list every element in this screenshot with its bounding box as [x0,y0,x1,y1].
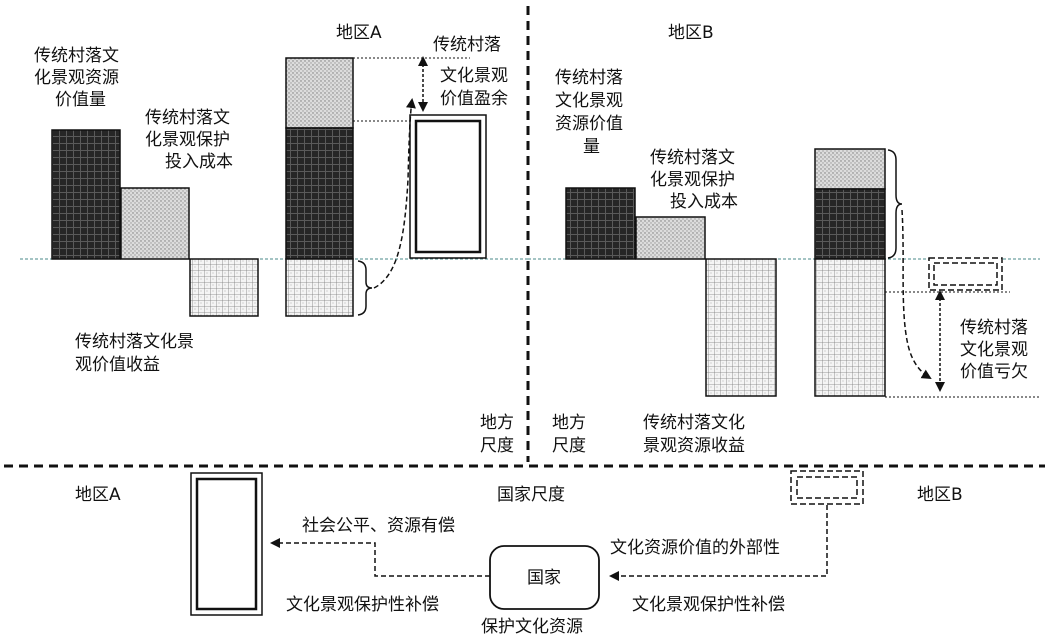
national-compensation-right-label: 文化景观保护性补偿 [632,595,785,615]
region-a-surplus-line1: 文化景观 [440,66,508,86]
region-b-stack-cost [814,148,886,190]
region-b-brace [887,149,903,259]
region-a-resource-value-line3: 价值量 [55,90,106,110]
national-fairness-label: 社会公平、资源有偿 [302,516,455,536]
region-a-resource-value-line2: 化景观资源 [34,68,119,88]
region-a-resource-value-bar [51,129,121,260]
region-b-deficit-line2: 文化景观 [960,340,1028,360]
national-protect-label: 保护文化资源 [481,617,583,637]
region-b-deficit-line3: 价值亏欠 [960,362,1028,382]
region-a-local-scale-line1: 地方 [480,413,514,433]
region-a-surplus-line2: 价值盈余 [440,89,508,109]
region-b-resource-value-line1: 传统村落 [555,68,623,88]
region-a-value-gain-line1: 传统村落文化景 [75,332,194,352]
region-a-stack-gain [285,258,354,317]
national-region-b-label: 地区B [917,485,963,505]
region-b-protection-cost-line3: 投入成本 [670,192,738,212]
region-b-resource-value-line4: 量 [583,137,600,157]
region-b-protection-cost-line2: 化景观保护 [650,170,735,190]
region-b-stack-gain [814,258,886,397]
national-region-b-box-inner [796,476,858,499]
national-compensation-left-label: 文化景观保护性补偿 [286,595,439,615]
region-b-local-scale-line2: 尺度 [552,436,586,456]
national-region-a-box-inner [195,477,258,611]
region-a-brace [357,260,373,316]
region-a-resource-value-line1: 传统村落文 [34,46,119,66]
region-a-transfer-arrow [373,98,416,289]
region-b-resource-gain-bar [705,258,777,397]
region-a-stack-surplus [285,57,354,129]
region-a-value-gain-line2: 观价值收益 [75,355,160,375]
region-a-protection-cost-line1: 传统村落文 [145,108,230,128]
national-externality-label: 文化资源价值的外部性 [610,538,780,558]
region-a-protection-cost-line3: 投入成本 [165,152,233,172]
region-a-local-scale-line2: 尺度 [480,436,514,456]
region-a-stack-resource [285,127,354,260]
region-b-deficit-line1: 传统村落 [960,318,1028,338]
region-b-local-scale-line1: 地方 [552,413,586,433]
region-b-protection-cost-line1: 传统村落文 [650,148,735,168]
region-a-title: 地区A [336,23,382,43]
region-a-value-gain-bar [189,258,259,317]
region-b-protection-cost-bar [635,216,706,260]
region-a-protection-cost-bar [120,187,190,260]
region-b-title: 地区B [668,23,714,43]
region-b-deficit-box-inner [933,262,998,286]
region-a-surplus-box-inner [414,119,482,254]
region-b-resource-gain-line2: 景观资源收益 [643,436,745,456]
national-title: 国家尺度 [497,485,565,505]
region-b-resource-gain-line1: 传统村落文化 [643,413,745,433]
national-center-box [489,545,600,610]
region-b-transfer-arrow [901,209,932,380]
region-a-protection-cost-line2: 化景观保护 [145,130,230,150]
region-b-stack-resource [814,188,886,260]
national-arrow-to-region-a [270,538,490,577]
region-b-resource-value-line2: 文化景观 [555,91,623,111]
national-region-a-label: 地区A [75,485,121,505]
region-b-resource-value-line3: 资源价值 [555,114,623,134]
region-b-resource-value-bar [565,187,636,260]
national-center-label: 国家 [527,568,561,588]
region-a-heading: 传统村落 [433,35,501,55]
